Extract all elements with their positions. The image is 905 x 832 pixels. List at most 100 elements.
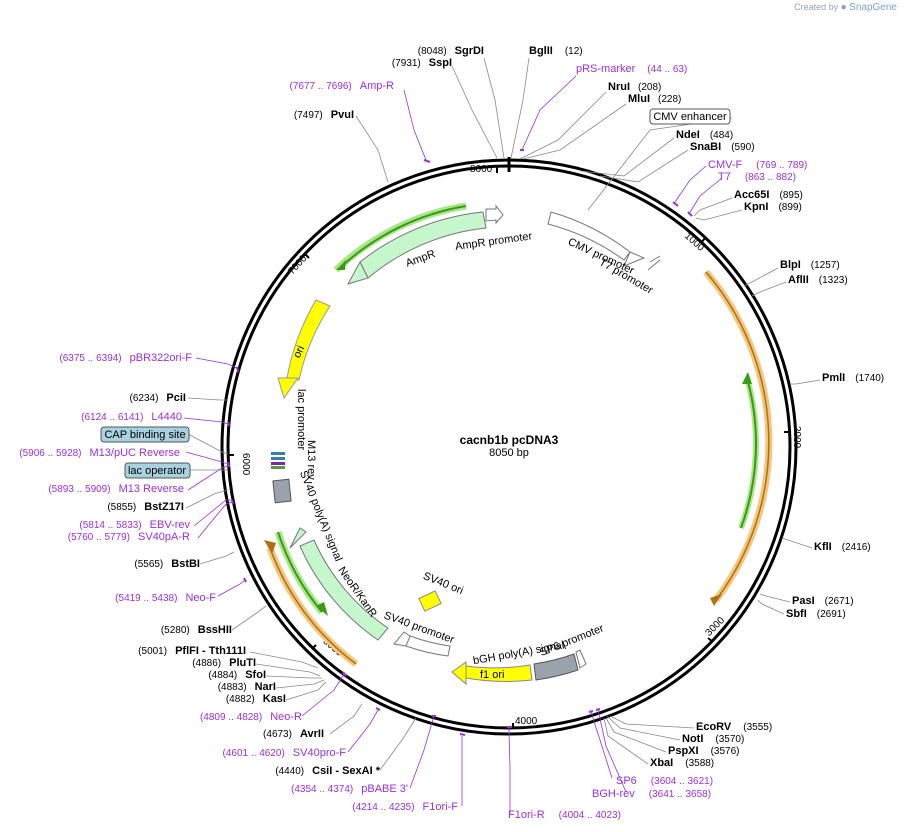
primer-mark-m13puc xyxy=(227,461,230,468)
primer-f1ori-f: (4214 .. 4235)F1ori-F xyxy=(352,801,458,813)
site-bstbi: (5565)BstBI xyxy=(134,558,200,570)
feature-label-ori: ori xyxy=(291,344,307,360)
primer-sv40pro-f: (4601 .. 4620)SV40pro-F xyxy=(223,747,347,759)
tick-label-2000: 2000 xyxy=(791,426,802,449)
primer-mark-sv40pro xyxy=(375,707,381,711)
ori-feature xyxy=(286,299,331,381)
leader-pasi xyxy=(759,593,791,603)
leader-ebv-rev xyxy=(193,499,232,527)
leader-t7 xyxy=(689,177,723,213)
snapgene-logo-icon: ● xyxy=(840,2,847,13)
leader-xbai xyxy=(603,717,649,765)
ampr-promoter-arrow xyxy=(485,204,504,225)
site-xbai: XbaI(3588) xyxy=(650,757,714,769)
leader-lines xyxy=(185,57,821,771)
site-aflii: AflII(1323) xyxy=(788,274,848,286)
site-kpni: KpnI(899) xyxy=(744,201,802,213)
leader-bglii xyxy=(510,57,530,159)
feature-label-sv40-ori: SV40 ori xyxy=(421,570,465,597)
cap-binding-site-box xyxy=(100,426,190,443)
leader-nrui xyxy=(519,91,607,160)
primer-l4440: (6124 .. 6141)L4440 xyxy=(81,411,182,423)
site-pvui: (7497)PvuI xyxy=(294,109,354,121)
leader-m13puc xyxy=(185,451,229,465)
leader-pmli xyxy=(790,379,821,385)
brand-name: SnapGene xyxy=(849,2,897,13)
primer-leader-lines xyxy=(183,75,723,814)
neor-orf-outline xyxy=(269,547,357,665)
leader-neo-r xyxy=(301,673,345,717)
primer-mark-l4440 xyxy=(227,421,230,427)
site-mlui: MluI(228) xyxy=(628,93,681,105)
primer-mark-amp-r xyxy=(423,159,431,163)
site-snabi: SnaBI(590) xyxy=(690,141,755,153)
primer-mark-neo-r xyxy=(342,671,347,677)
primer-t7: T7(863 .. 882) xyxy=(718,171,796,183)
site-csii: (4440)CsiI - SexAI * xyxy=(275,765,380,777)
leader-mlui xyxy=(522,103,627,160)
site-pcii: (6234)PciI xyxy=(130,392,186,404)
neor-kanr-arrowhead xyxy=(289,527,307,549)
primer-prs-marker: pRS-marker(44 .. 63) xyxy=(576,63,687,75)
leader-bgh-rev xyxy=(597,709,627,793)
sv40-promoter-arrowhead xyxy=(393,631,411,647)
leader-kfli xyxy=(781,537,813,549)
site-pspxi: PspXI(3576) xyxy=(668,745,739,757)
primer-m13puc-reverse: (5906 .. 5928)M13/pUC Reverse xyxy=(19,447,180,459)
primer-marks xyxy=(227,149,693,736)
primer-bgh-rev: BGH-rev(3641 .. 3658) xyxy=(592,788,711,800)
cmv-promoter-arrow xyxy=(547,211,631,261)
m13-rev-mark xyxy=(271,462,285,465)
left-enzyme-labels: (8048)SgrDI (7931)SspI (7497)PvuI (6234)… xyxy=(107,45,484,777)
right-enzyme-labels: BglII(12) NruI(208) MluI(228) NdeI(484) … xyxy=(529,45,884,769)
insert-orf-arrowhead xyxy=(710,594,722,606)
plasmid-name: cacnb1b pcDNA3 xyxy=(460,433,559,447)
primer-pbr322ori-f: (6375 .. 6394)pBR322ori-F xyxy=(59,352,192,364)
leader-blpi xyxy=(743,267,779,287)
leader-sfoi xyxy=(265,675,322,679)
lac-promoter-mark xyxy=(271,457,285,460)
tick-1000 xyxy=(700,237,706,244)
leader-l4440 xyxy=(183,417,229,425)
leader-cap-site xyxy=(187,433,229,455)
tick-label-7000: 7000 xyxy=(286,253,309,277)
lac-operator-box xyxy=(124,462,191,479)
neor-orf-arrowhead xyxy=(264,540,276,554)
ori-feature-arrowhead xyxy=(277,377,299,400)
cap-binding-site-label: CAP binding site xyxy=(104,429,185,441)
feature-label-ampr: AmpR xyxy=(404,248,437,270)
leader-f1ori-r xyxy=(508,727,511,814)
leader-pcii xyxy=(187,397,228,401)
leader-m13-reverse xyxy=(187,465,229,491)
leader-bstz17i xyxy=(185,489,229,509)
leader-csii xyxy=(379,717,417,771)
primer-amp-r: (7677 .. 7696)Amp-R xyxy=(290,80,395,92)
leader-amp-r xyxy=(403,89,427,161)
leader-aflii xyxy=(751,281,787,297)
site-sspi: (7931)SspI xyxy=(392,57,452,69)
leader-cmv-f xyxy=(674,165,707,203)
insert-inner-arrowhead xyxy=(742,372,752,384)
f1-ori-arrowhead xyxy=(451,661,467,686)
site-pmli: PmlI(1740) xyxy=(822,372,884,384)
feature-label-lac-promoter: lac promoter xyxy=(295,389,307,450)
leader-pbabe xyxy=(409,715,435,789)
leader-pflfi xyxy=(249,651,319,669)
leader-pspxi xyxy=(605,717,667,753)
site-nari: (4883)NarI xyxy=(218,681,276,693)
leader-kpni xyxy=(695,209,743,221)
site-pasi: PasI(2671) xyxy=(792,595,854,607)
site-acc65i: Acc65I(895) xyxy=(734,189,803,201)
leader-pluti xyxy=(255,663,321,677)
neor-inner-arrowhead xyxy=(316,602,328,616)
t7-promoter-mark xyxy=(649,255,661,263)
feature-label-sp6-promoter: SP6 promoter xyxy=(538,622,606,659)
feature-label-f1-ori: f1 ori xyxy=(480,669,504,681)
t7-promoter-mark-2 xyxy=(647,259,661,271)
tick-label-6000: 6000 xyxy=(240,453,251,476)
primer-m13-reverse: (5893 .. 5909)M13 Reverse xyxy=(48,483,184,495)
cmv-promoter-arrowhead xyxy=(623,251,646,267)
leader-sgrdi xyxy=(483,57,505,159)
boxed-labels: CMV enhancer CAP binding site lac operat… xyxy=(100,108,731,479)
